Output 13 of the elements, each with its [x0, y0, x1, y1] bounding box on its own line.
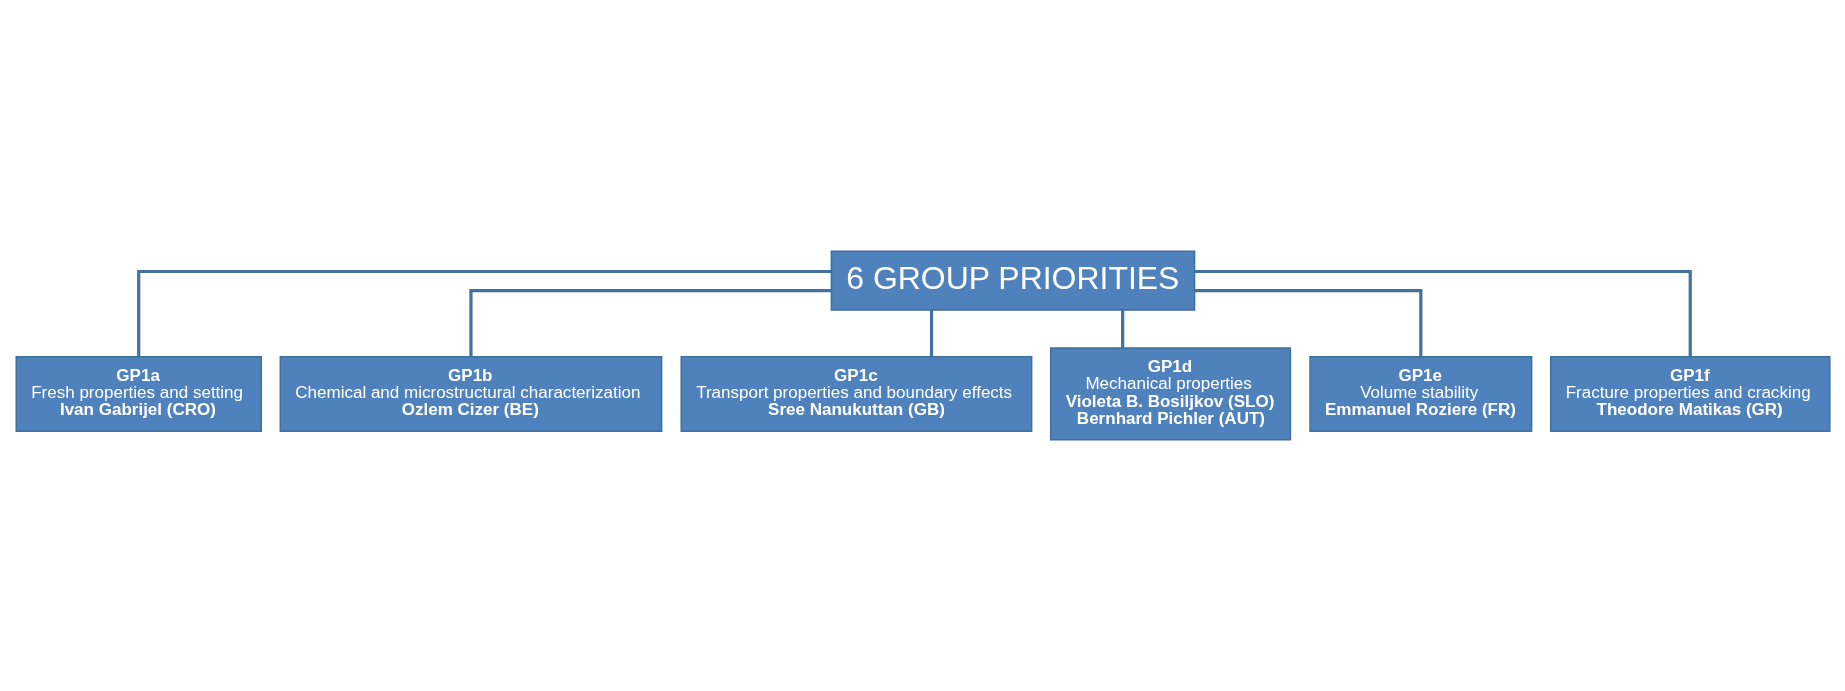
- node-box: GP1b Chemical and microstructural characterization Ozlem Cizer (BE): [279, 355, 662, 433]
- node-box: GP1c Transport properties and boundary effects Sree Nanukuttan (GB): [680, 355, 1032, 433]
- node-box: GP1a Fresh properties and setting Ivan Gabrijel (CRO): [14, 355, 262, 433]
- connector: [1120, 310, 1124, 348]
- connector: [1194, 289, 1422, 357]
- connector: [136, 269, 831, 357]
- connector: [929, 310, 933, 357]
- connector: [468, 289, 831, 357]
- node-box: GP1f Fracture properties and cracking Theodore Matikas (GR): [1549, 355, 1831, 433]
- node-box: GP1d Mechanical properties Violeta B. Bosiljkov (SLO) Bernhard Pichler (AUT): [1049, 347, 1291, 441]
- connector: [1194, 269, 1692, 357]
- node-box: 6 GROUP PRIORITIES: [830, 250, 1195, 311]
- node-box: GP1e Volume stability Emmanuel Roziere (FR): [1308, 355, 1532, 433]
